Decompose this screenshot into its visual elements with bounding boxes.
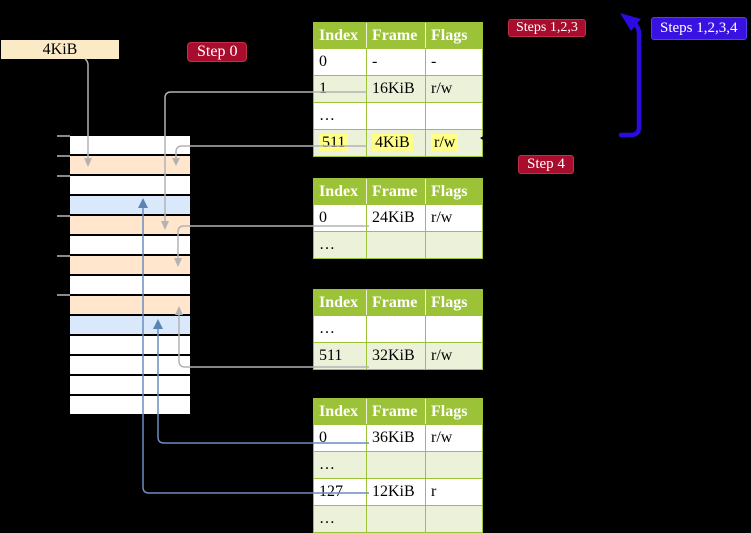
memory-frame-row [70,396,190,414]
column-header: Index [314,290,367,315]
frame-cell: 32KiB [367,343,426,369]
memory-frame-row [70,276,190,294]
index-cell: 511 [314,343,367,369]
flags-cell: r/w [426,130,481,156]
table-row: … [314,231,482,258]
flags-cell: r/w [431,80,453,97]
frame-cell [367,316,426,342]
index-cell: … [314,232,367,258]
flags-cell [426,452,481,478]
flags-cell [426,103,481,129]
index-cell: 0 [314,205,367,231]
index-cell: 511 [314,130,367,156]
flags-cell: r [431,483,437,500]
step4-badge: Step 4 [518,155,574,174]
flags-cell: r/w [431,347,453,364]
memory-frame-row [70,376,190,394]
frame-cell: 4KiB [367,130,426,156]
memory-tick [57,255,70,257]
index-cell: … [314,452,367,478]
frame-size-box: 4KiB [1,40,119,59]
memory-tick [57,155,70,157]
page-table-level3: Index Frame Flags 0 24KiB r/w … [313,178,483,259]
index-cell: 0 [314,425,367,451]
memory-frame-row [70,356,190,374]
table-row: … [314,451,482,478]
frame-cell [367,452,426,478]
steps123-badge: Steps 1,2,3 [508,19,586,37]
memory-tick [57,175,70,177]
column-header: Frame [367,23,426,48]
table-header-row: Index Frame Flags [314,399,482,424]
highlight: 4KiB [372,134,413,151]
column-header: Frame [367,399,426,424]
table-row: 127 12KiB r [314,478,482,505]
table-row: 511 32KiB r/w [314,342,482,369]
loop-arrow [618,13,642,138]
highlight: 511 [319,134,349,151]
table-header-row: Index Frame Flags [314,179,482,204]
frame-cell [367,103,426,129]
flags-cell [426,232,481,258]
flags-cell: r/w [431,209,453,226]
index-cell: 1 [314,76,367,102]
index-cell: … [314,316,367,342]
memory-tick [57,215,70,217]
memory-tick [57,135,70,137]
memory-frame-row [70,336,190,354]
page-table-level4: Index Frame Flags 0 - - 1 16KiB r/w … 51… [313,22,483,157]
flags-cell: - [431,53,437,70]
flags-cell: r/w [431,429,453,446]
index-cell: 127 [314,479,367,505]
column-header: Flags [431,27,468,44]
index-cell: 0 [314,49,367,75]
column-header: Flags [431,403,468,420]
memory-tick [57,294,70,296]
frame-cell [367,506,426,532]
table-header-row: Index Frame Flags [314,290,482,315]
column-header: Flags [431,183,468,200]
frame-cell: 12KiB [367,479,426,505]
memory-frame-row [70,256,190,274]
memory-frame-row [70,216,190,234]
table-row: 0 36KiB r/w [314,424,482,451]
table-row: 0 - - [314,48,482,75]
highlight: r/w [431,134,459,151]
page-table-level1: Index Frame Flags 0 36KiB r/w … 127 12Ki… [313,398,483,533]
frame-cell: 24KiB [367,205,426,231]
physical-memory-column [70,136,190,416]
column-header: Index [314,399,367,424]
memory-frame-row [70,296,190,314]
steps1234-badge: Steps 1,2,3,4 [651,17,747,40]
memory-frame-row [70,136,190,154]
flags-cell [426,506,481,532]
memory-frame-row [70,316,190,334]
index-cell: … [314,103,367,129]
frame-cell: 36KiB [367,425,426,451]
table-header-row: Index Frame Flags [314,23,482,48]
column-header: Frame [367,290,426,315]
table-row: … [314,315,482,342]
frame-cell [367,232,426,258]
column-header: Flags [431,294,468,311]
frame-cell: 16KiB [367,76,426,102]
memory-frame-row [70,156,190,174]
column-header: Index [314,23,367,48]
flags-cell [426,316,481,342]
table-row-highlighted: 511 4KiB r/w [314,129,482,156]
table-row: 0 24KiB r/w [314,204,482,231]
step0-badge: Step 0 [187,42,248,62]
column-header: Index [314,179,367,204]
frame-cell: - [367,49,426,75]
column-header: Frame [367,179,426,204]
table-row: 1 16KiB r/w [314,75,482,102]
memory-frame-row [70,176,190,194]
memory-frame-row [70,196,190,214]
page-table-level2: Index Frame Flags … 511 32KiB r/w [313,289,483,370]
memory-frame-row [70,236,190,254]
table-row: … [314,102,482,129]
index-cell: … [314,506,367,532]
